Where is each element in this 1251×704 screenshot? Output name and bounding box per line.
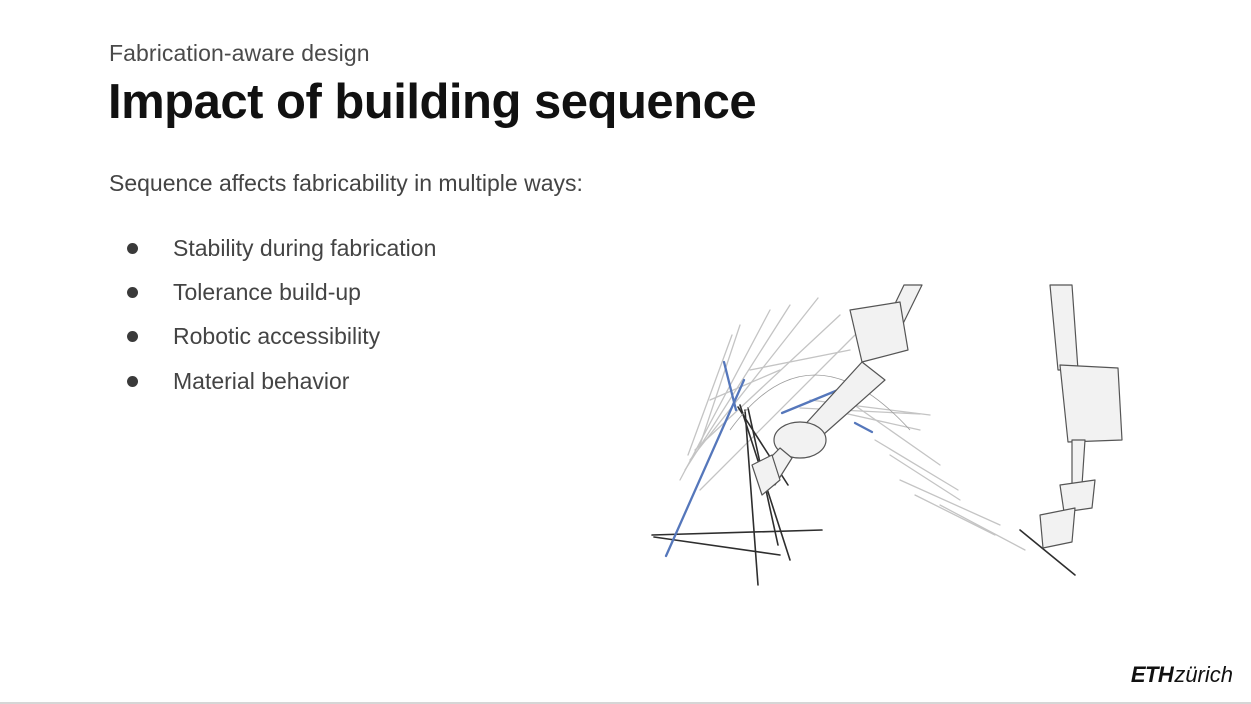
bullet-dot-icon (127, 331, 138, 343)
highlight-rods (664, 360, 874, 558)
bullet-dot-icon (127, 242, 138, 254)
eth-zurich-logo: ETH zürich (1131, 662, 1233, 688)
bottom-divider (0, 702, 1251, 704)
logo-eth: ETH (1130, 662, 1174, 687)
rod-bundle (679, 297, 1026, 551)
bullet-item: Robotic accessibility (125, 315, 436, 359)
slide-kicker: Fabrication-aware design (109, 40, 370, 66)
bullet-item: Stability during fabrication (125, 226, 436, 270)
intro-text: Sequence affects fabricability in multip… (109, 170, 583, 196)
robot-assembly-illustration (651, 284, 1123, 586)
slide-title: Impact of building sequence (108, 75, 757, 129)
bullet-dot-icon (127, 375, 138, 387)
logo-zurich: zürich (1174, 662, 1233, 687)
robot-arm-right (1039, 284, 1123, 549)
bullet-label: Robotic accessibility (173, 323, 381, 350)
bullet-label: Stability during fabrication (173, 234, 437, 261)
bullet-list: Stability during fabrication Tolerance b… (125, 226, 436, 403)
robot-arm-left (751, 284, 923, 496)
bullet-item: Tolerance build-up (125, 270, 436, 314)
bullet-label: Material behavior (173, 367, 350, 394)
placed-rods (651, 404, 1076, 586)
bullet-dot-icon (127, 286, 138, 298)
bullet-item: Material behavior (125, 359, 436, 403)
bullet-label: Tolerance build-up (173, 278, 361, 305)
trajectory-arc (729, 374, 911, 431)
